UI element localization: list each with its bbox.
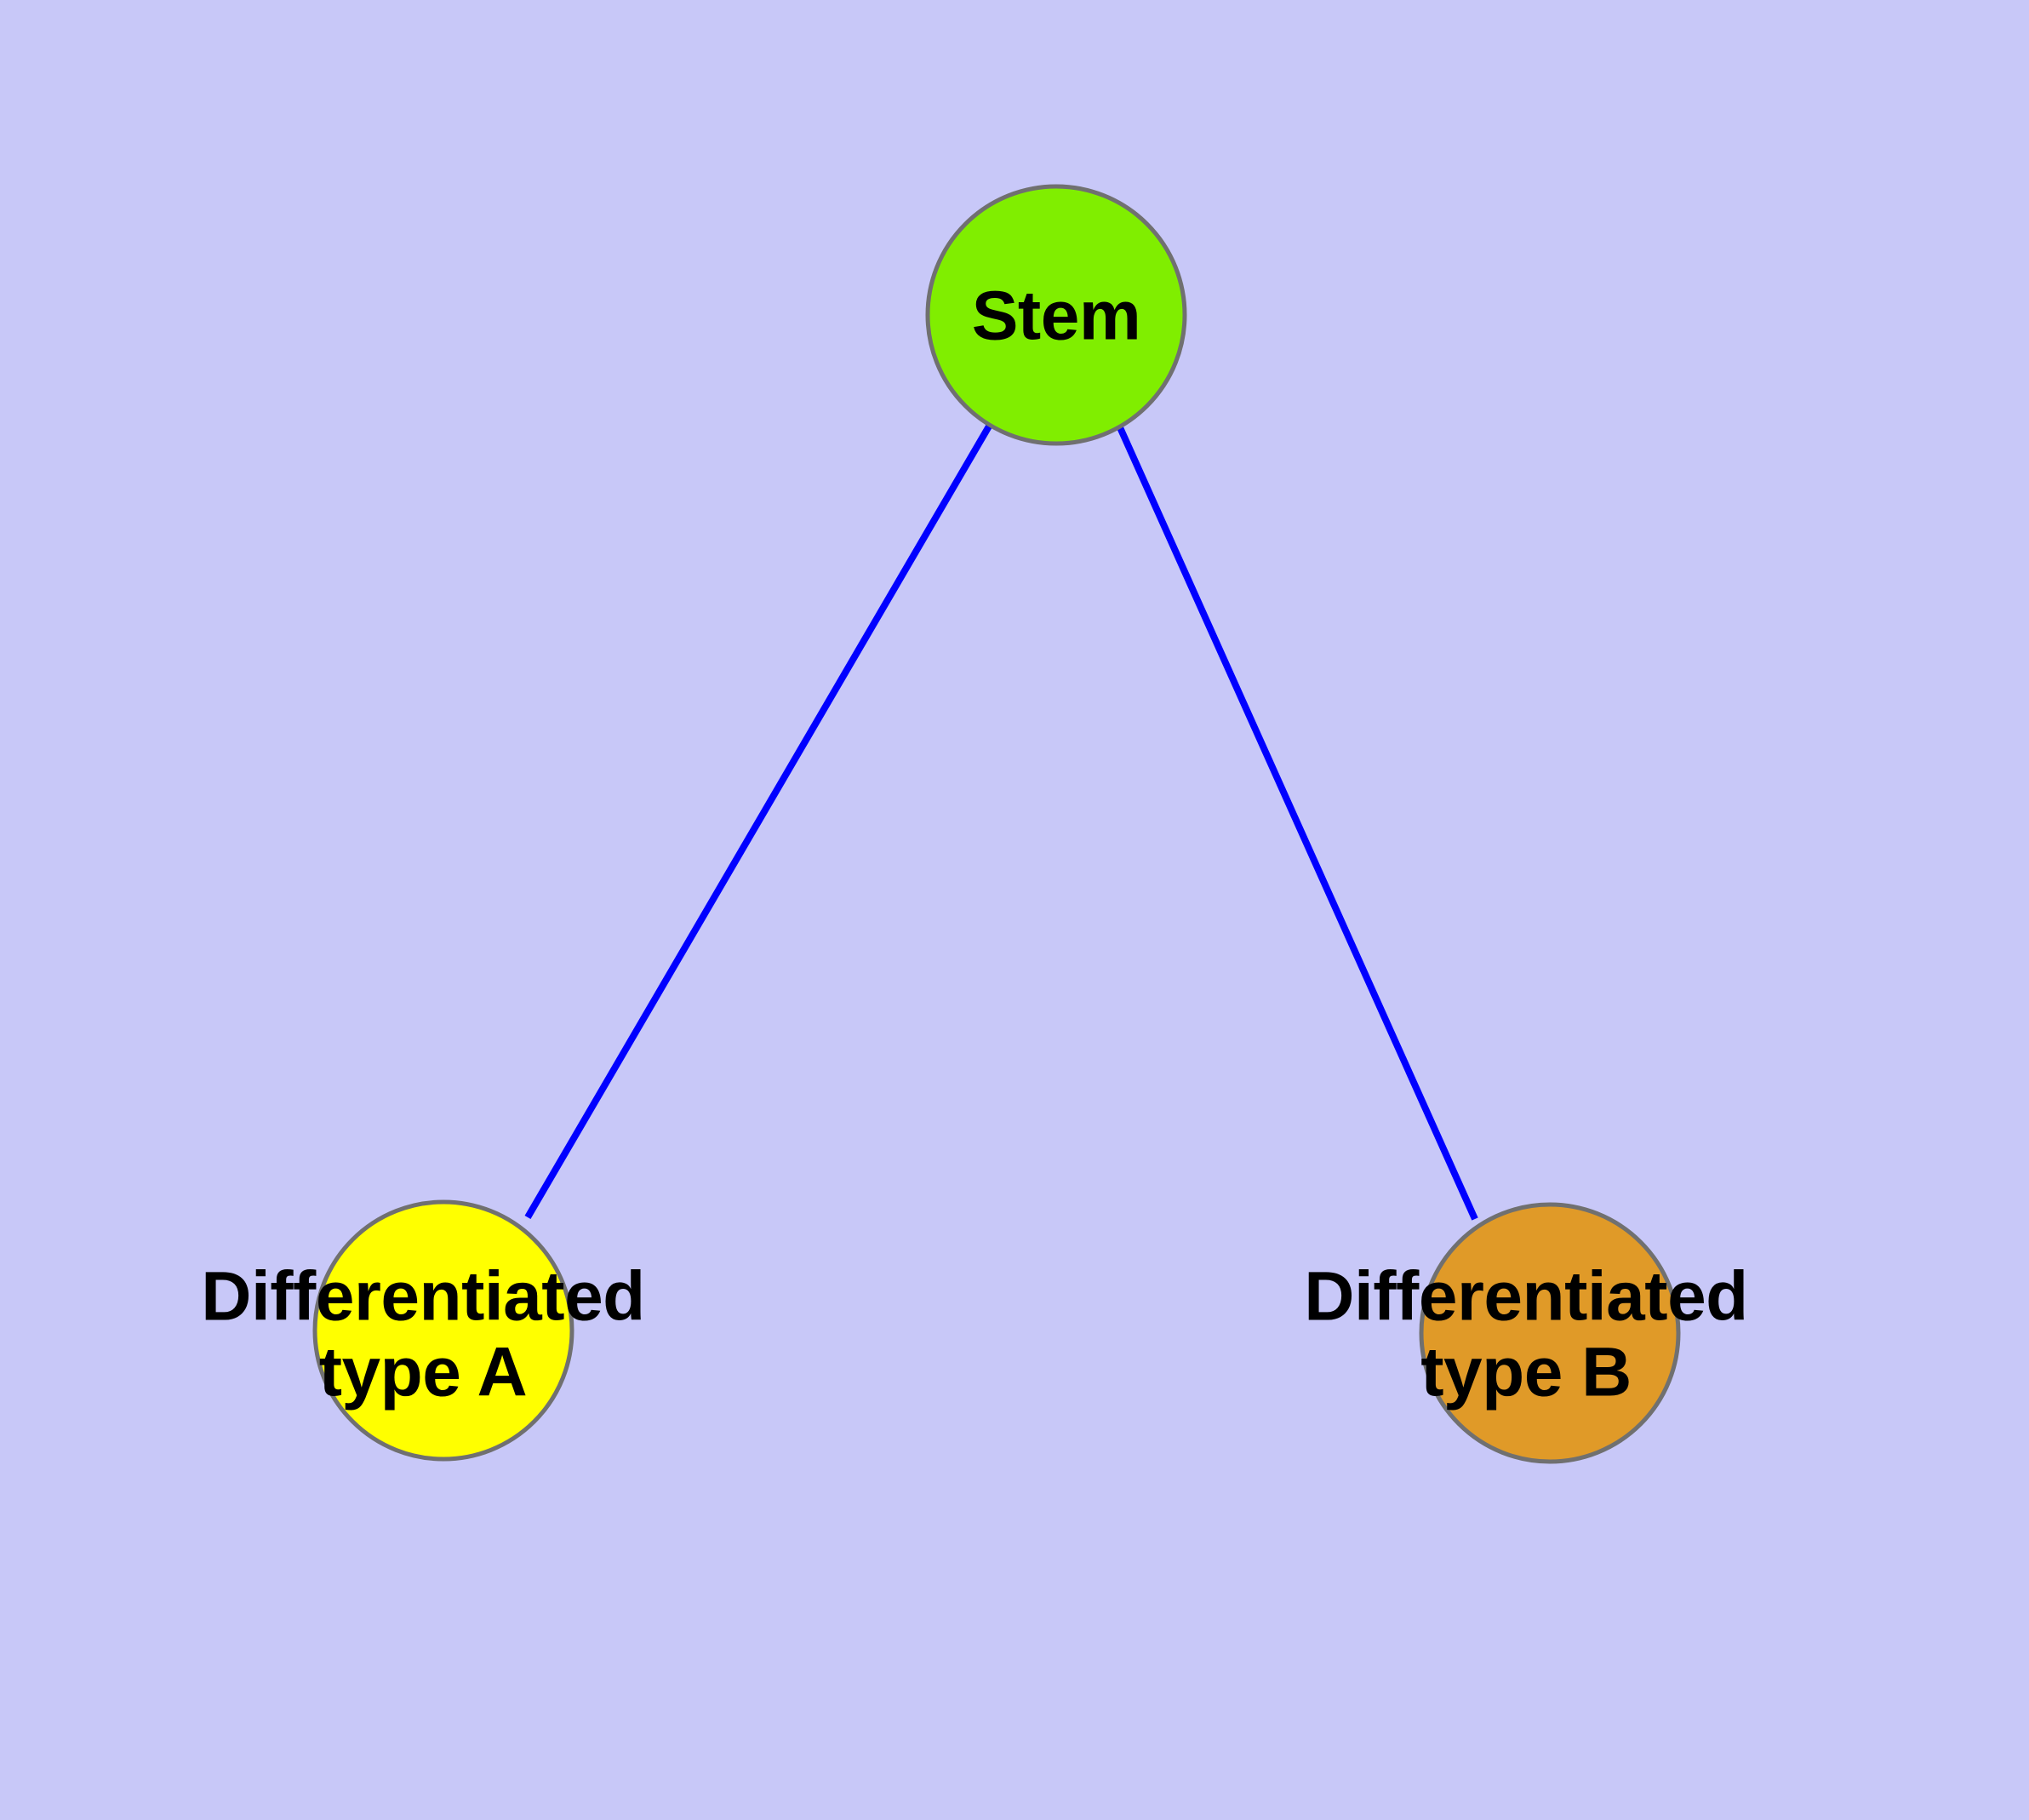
node-stem[interactable] — [925, 184, 1187, 446]
node-differentiated-type-b[interactable] — [1419, 1202, 1681, 1464]
node-differentiated-type-a[interactable] — [312, 1199, 574, 1462]
edge-stem-to-differentiated-a[interactable] — [524, 422, 993, 1220]
node-layer — [312, 184, 1681, 1464]
edge-stem-to-differentiated-b[interactable] — [1116, 424, 1478, 1221]
edge-layer — [524, 422, 1478, 1221]
